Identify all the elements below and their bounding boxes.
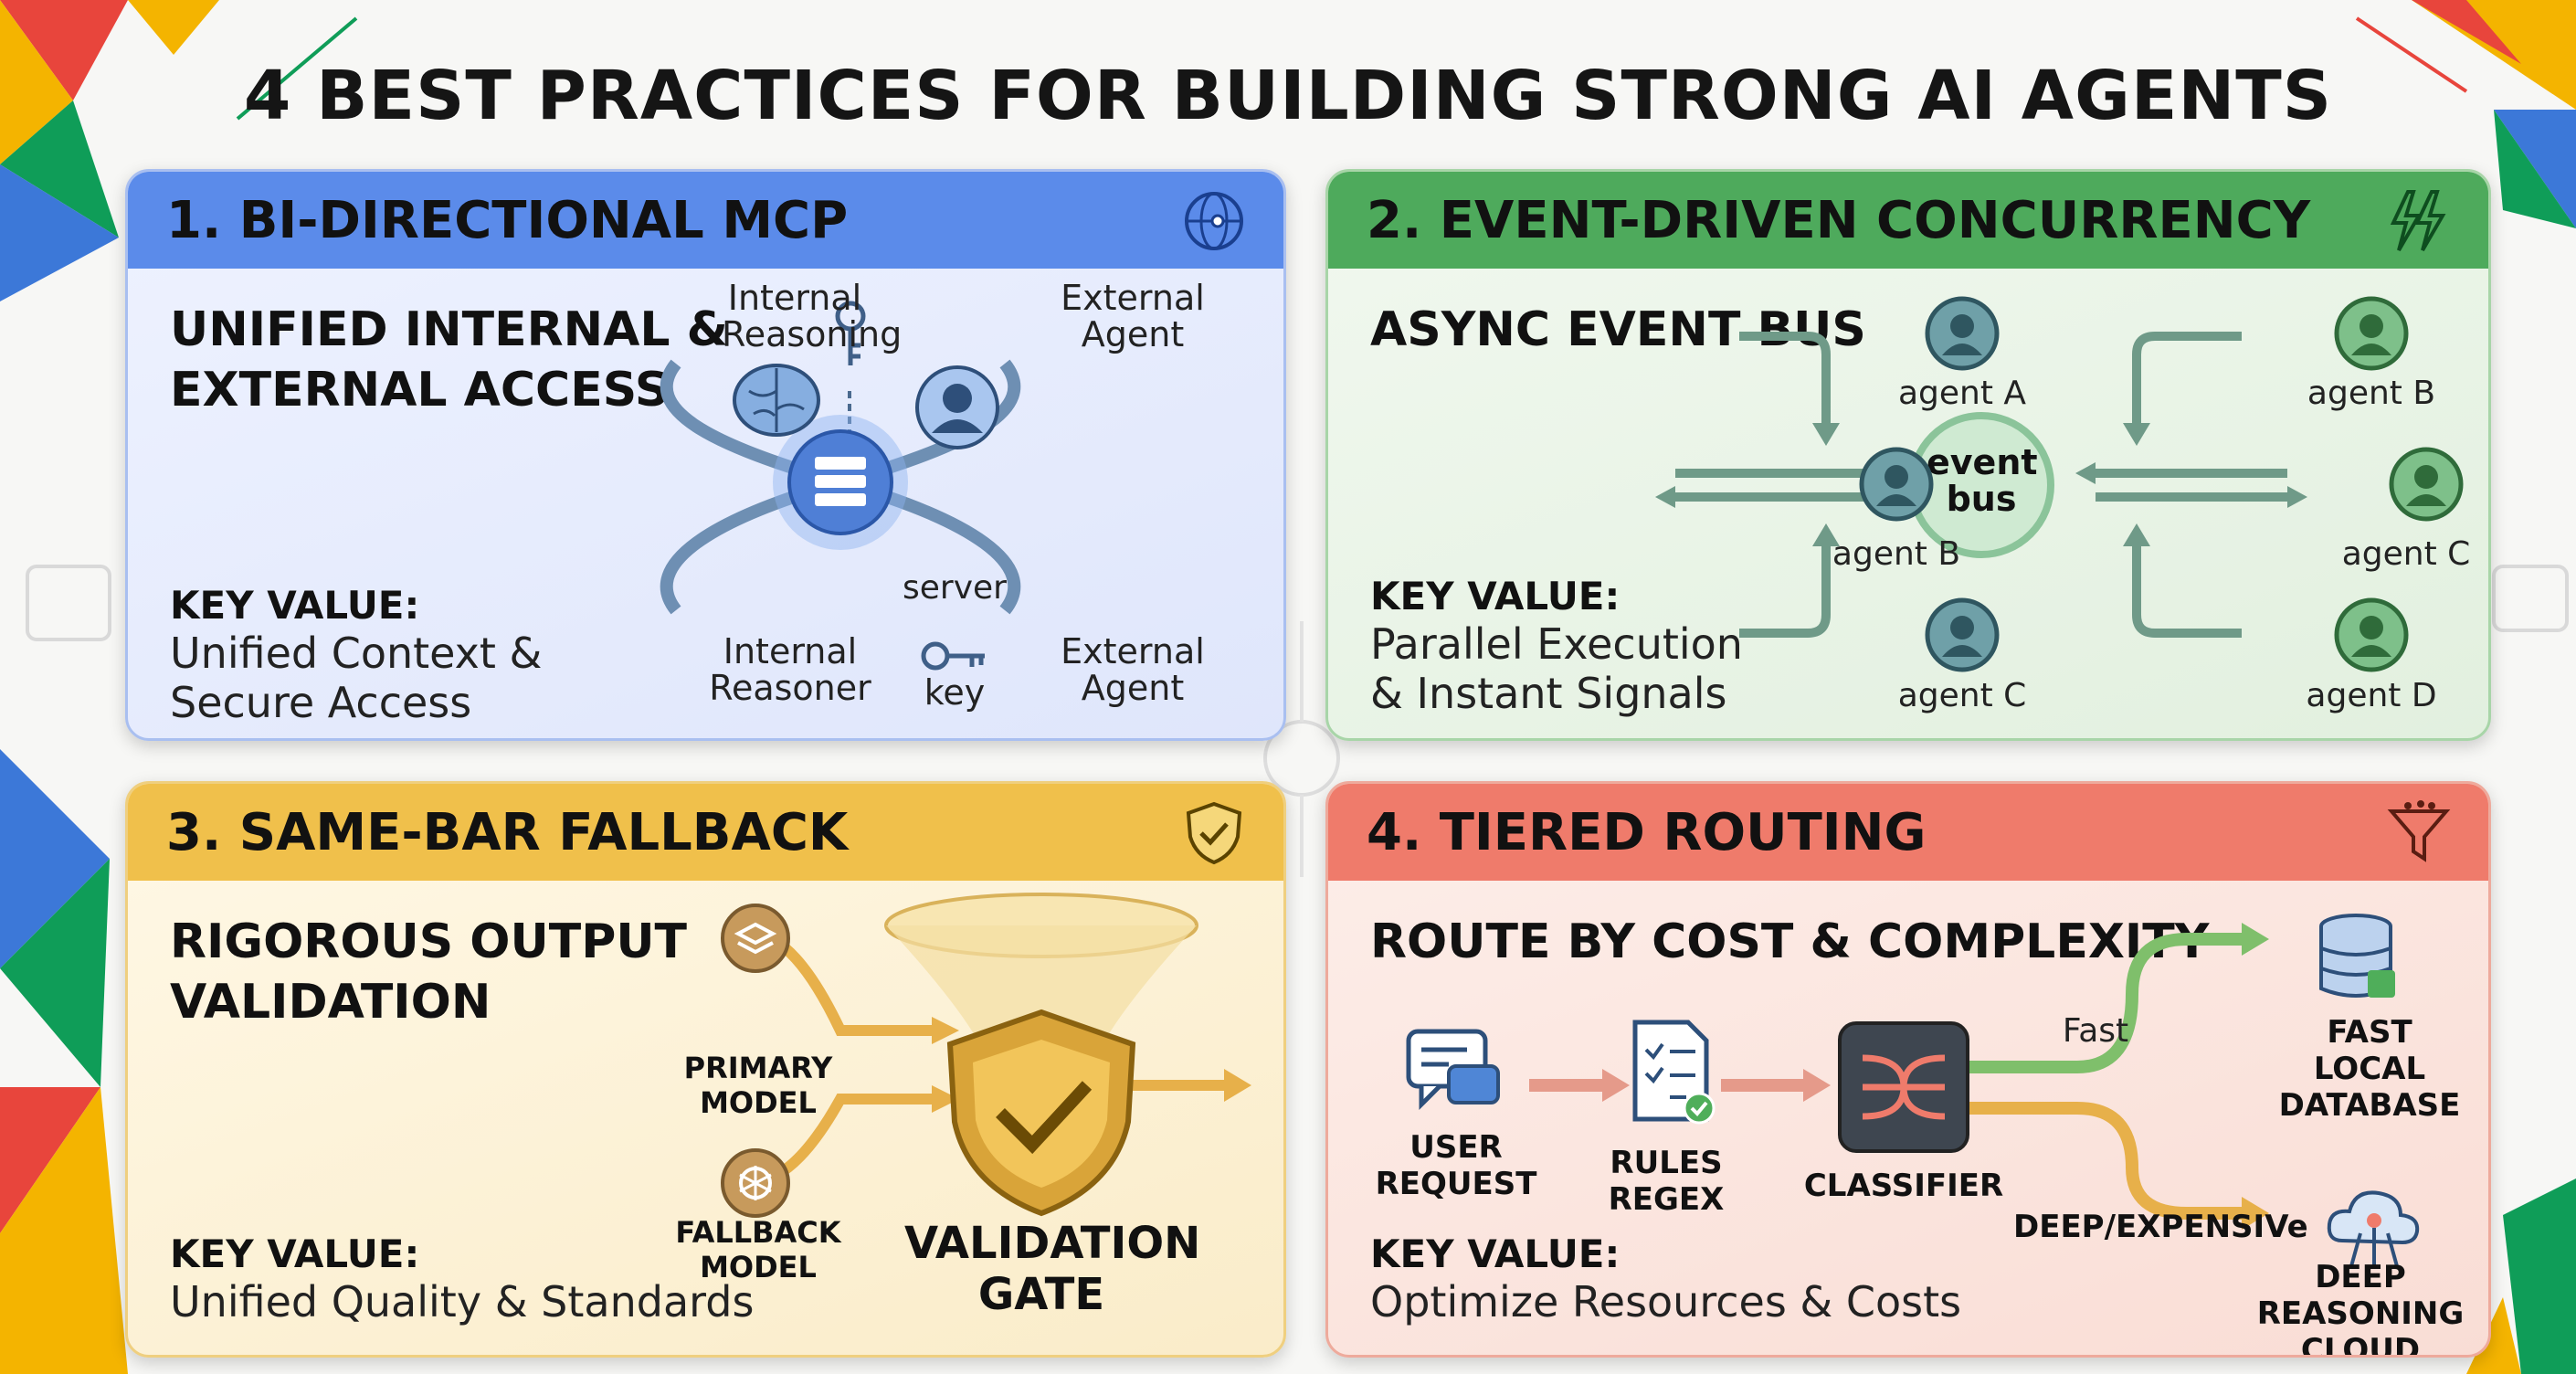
deep-expensive-route-label: DEEP/EXPENSIVe bbox=[2013, 1209, 2308, 1245]
key-value-label: KEY VALUE: bbox=[170, 583, 420, 628]
agent-label: agent C bbox=[2341, 535, 2471, 573]
panel-event-driven-concurrency: 2. EVENT-DRIVEN CONCURRENCY ASYNC EVENT … bbox=[1325, 169, 2491, 741]
agent-avatar-icon bbox=[2389, 447, 2464, 522]
user-request-label: USER REQUEST bbox=[1375, 1129, 1537, 1202]
panel-header: 1. BI-DIRECTIONAL MCP bbox=[128, 172, 1283, 269]
layers-icon bbox=[721, 904, 790, 973]
primary-model-label: PRIMARY MODEL bbox=[683, 1051, 833, 1120]
agent-avatar-icon bbox=[1925, 597, 2000, 672]
database-icon bbox=[2319, 914, 2395, 998]
agent-avatar-icon bbox=[1859, 447, 1934, 522]
external-agent-icon bbox=[915, 365, 999, 449]
key-icon bbox=[835, 301, 866, 365]
model-logo-icon bbox=[721, 1148, 790, 1218]
agent-label: agent C bbox=[1897, 677, 2027, 714]
panel-header: 2. EVENT-DRIVEN CONCURRENCY bbox=[1328, 172, 2488, 269]
key-value-label: KEY VALUE: bbox=[170, 1231, 420, 1276]
agent-label: agent D bbox=[2306, 677, 2437, 714]
internal-reasoner-label: Internal Reasoner bbox=[709, 631, 871, 708]
key-value-label: KEY VALUE: bbox=[1370, 574, 1621, 618]
panel-header: 3. SAME-BAR FALLBACK bbox=[128, 784, 1283, 881]
panel-bidirectional-mcp: 1. BI-DIRECTIONAL MCP UNIFIED INTERNAL &… bbox=[125, 169, 1286, 741]
external-agent-label: External Agent bbox=[1061, 278, 1205, 354]
panel-subtitle: ROUTE BY COST & COMPLEXITY bbox=[1370, 914, 2210, 969]
panel-same-bar-fallback: 3. SAME-BAR FALLBACK RIGOROUS OUTPUT VAL… bbox=[125, 781, 1286, 1358]
panel-subtitle: ASYNC EVENT BUS bbox=[1370, 302, 1866, 357]
key-value-text: Unified Context & Secure Access bbox=[170, 629, 543, 727]
panel-subtitle: RIGOROUS OUTPUT VALIDATION bbox=[170, 914, 688, 1030]
chat-bubble-icon bbox=[1406, 1029, 1500, 1111]
cloud-network-icon bbox=[2327, 1190, 2420, 1268]
agent-label: agent B bbox=[1832, 535, 1961, 573]
routing-diagram bbox=[1529, 923, 2269, 1230]
shield-check-icon bbox=[1186, 801, 1242, 865]
classifier-label: CLASSIFIER bbox=[1803, 1168, 2004, 1204]
validation-gate-label: VALIDATION GATE bbox=[904, 1218, 1201, 1320]
panel-subtitle: UNIFIED INTERNAL & EXTERNAL ACCESS bbox=[170, 302, 728, 417]
globe-key-icon bbox=[1185, 192, 1243, 250]
agent-avatar-icon bbox=[2334, 296, 2409, 371]
panel-tiered-routing: 4. TIERED ROUTING ROUTE BY COST & COMPLE… bbox=[1325, 781, 2491, 1358]
external-agent-label: External Agent bbox=[1061, 631, 1205, 708]
key-value-text: Parallel Execution & Instant Signals bbox=[1370, 619, 1743, 718]
agent-avatar-icon bbox=[2334, 597, 2409, 672]
agent-label: agent B bbox=[2307, 375, 2436, 412]
internal-reasoning-label: Internal Reasoning bbox=[722, 278, 903, 354]
key-value-text: Optimize Resources & Costs bbox=[1370, 1277, 1962, 1326]
key-value-label: KEY VALUE: bbox=[1370, 1231, 1621, 1276]
key-value-text: Unified Quality & Standards bbox=[170, 1277, 755, 1326]
page-title: 4 BEST PRACTICES FOR BUILDING STRONG AI … bbox=[243, 57, 2333, 135]
key-label: key bbox=[924, 672, 986, 713]
agent-label: agent A bbox=[1897, 375, 2027, 412]
fast-local-database-label: FAST LOCAL DATABASE bbox=[2278, 1014, 2461, 1124]
funnel-icon bbox=[2387, 800, 2451, 862]
checklist-document-icon bbox=[1632, 1020, 1716, 1125]
panel-header: 4. TIERED ROUTING bbox=[1328, 784, 2488, 881]
event-bus-diagram bbox=[1655, 332, 2307, 638]
key-icon bbox=[921, 641, 985, 671]
lightning-bolts-icon bbox=[2390, 190, 2446, 252]
agent-avatar-icon bbox=[1925, 296, 2000, 371]
fallback-model-label: FALLBACK MODEL bbox=[675, 1215, 841, 1284]
deep-reasoning-cloud-label: DEEP REASONING CLOUD bbox=[2256, 1259, 2465, 1358]
rules-regex-label: RULES REGEX bbox=[1608, 1145, 1725, 1218]
validation-diagram bbox=[753, 893, 1251, 1217]
fast-route-label: Fast bbox=[2062, 1012, 2129, 1050]
brain-icon bbox=[733, 364, 820, 437]
server-label: server bbox=[903, 569, 1007, 607]
event-bus-hub: event bus bbox=[1927, 442, 2038, 519]
